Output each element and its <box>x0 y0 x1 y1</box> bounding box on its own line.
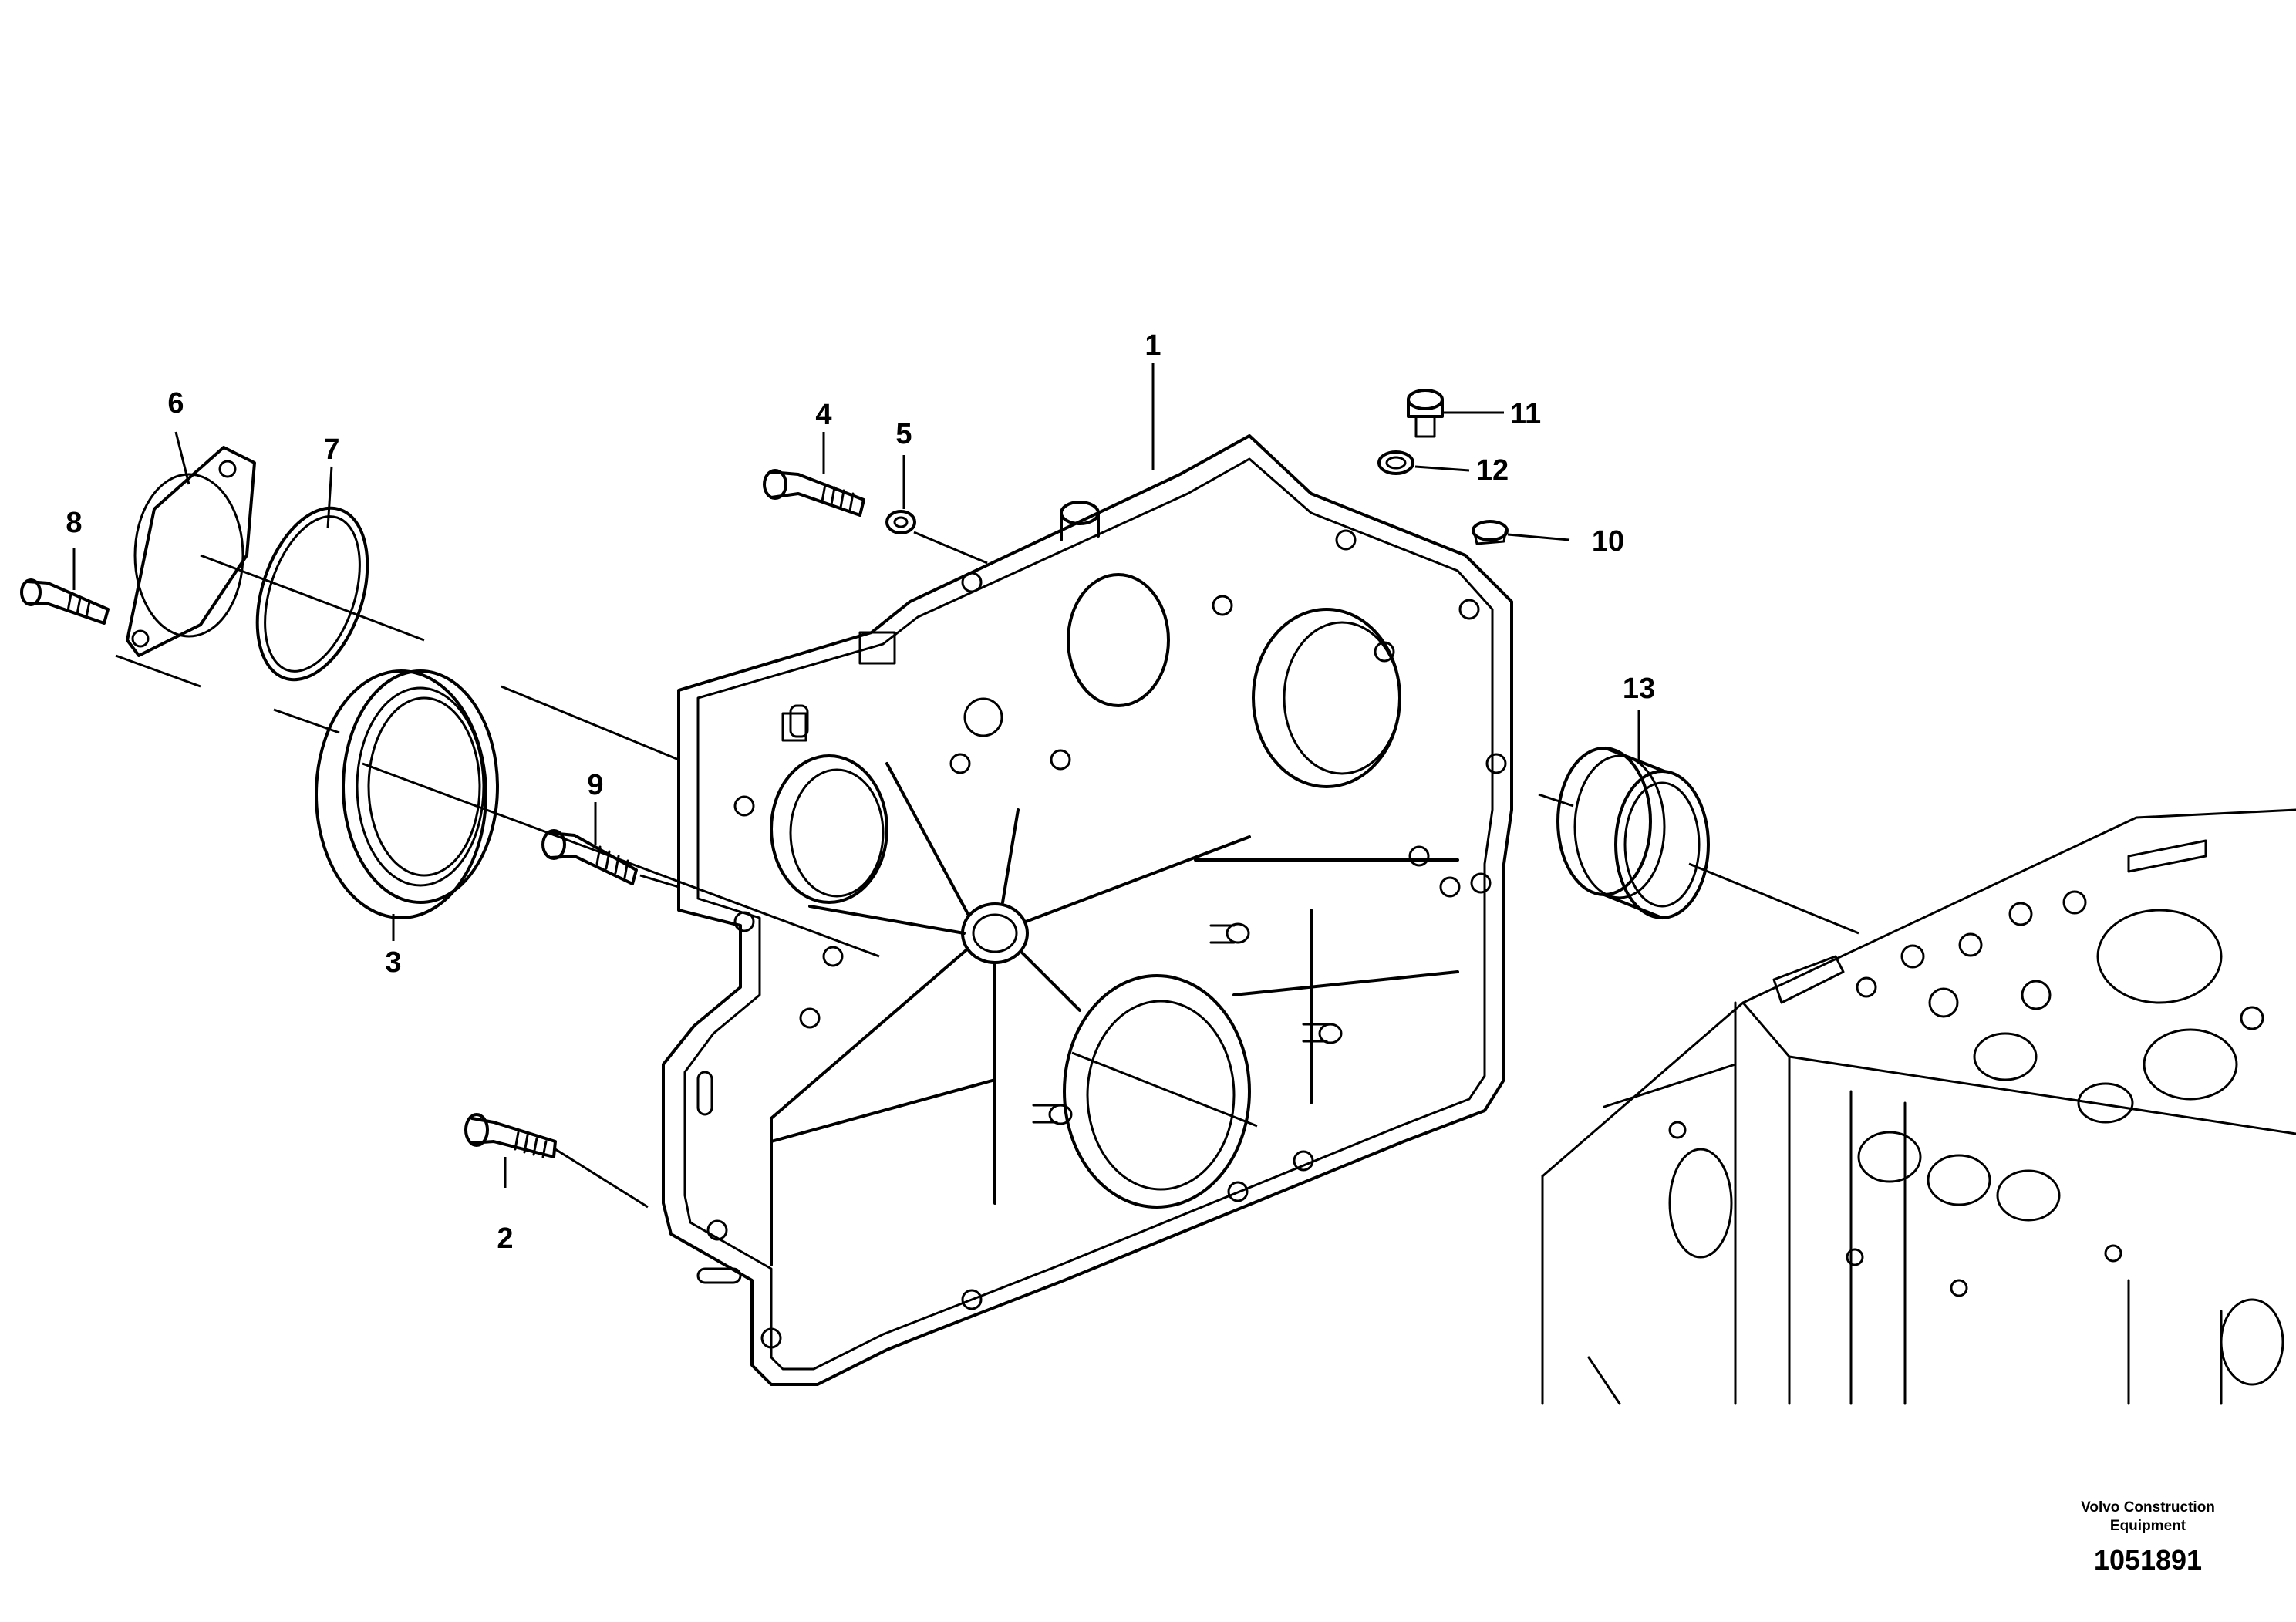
callout-leaders <box>72 363 1640 1188</box>
assembly-lines <box>115 531 1859 1209</box>
publisher-line-1: Volvo Construction <box>2081 1499 2215 1516</box>
o-ring-part-7 <box>255 506 369 682</box>
plug-screw-part-11 <box>1407 389 1444 438</box>
bolt-part-2 <box>464 1113 557 1158</box>
callout-1: 1 <box>1145 329 1161 362</box>
bolt-part-8 <box>20 578 110 625</box>
callout-10: 10 <box>1592 525 1624 558</box>
callout-12: 12 <box>1476 454 1509 487</box>
callout-13: 13 <box>1623 673 1655 705</box>
bolt-part-4 <box>763 469 865 517</box>
bolt-part-9 <box>541 829 638 885</box>
washer-part-5 <box>885 510 916 534</box>
callout-6: 6 <box>167 387 184 420</box>
callout-5: 5 <box>895 418 912 450</box>
seal-part-3 <box>315 669 499 919</box>
publisher-line-2: Equipment <box>2109 1518 2186 1534</box>
callout-3: 3 <box>385 946 401 979</box>
engine-block <box>1541 808 2296 1405</box>
cover-plate-part-6 <box>126 446 256 657</box>
plug-part-10 <box>1472 520 1509 545</box>
drawing-number: 1051891 <box>2093 1544 2203 1576</box>
callout-8: 8 <box>66 507 82 539</box>
callout-7: 7 <box>323 433 339 466</box>
timing-cover <box>662 434 1513 1386</box>
washer-part-12 <box>1377 450 1414 475</box>
callout-4: 4 <box>815 399 831 431</box>
callout-11: 11 <box>1510 398 1541 430</box>
callout-9: 9 <box>587 769 603 801</box>
callout-numbers: 1 2 3 4 5 6 7 8 9 10 11 12 13 <box>66 329 1655 1255</box>
callout-2: 2 <box>497 1222 513 1255</box>
sleeve-part-13 <box>1556 747 1710 919</box>
